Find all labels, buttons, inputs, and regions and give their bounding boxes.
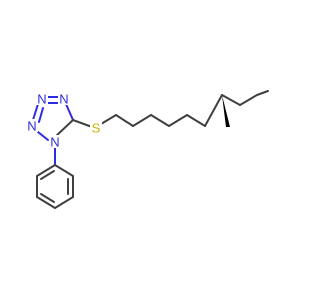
bond-c5-s [72, 119, 93, 128]
stereo-wedge-bond [222, 95, 230, 127]
molecule-canvas: N N N N S [26, 90, 269, 209]
chain-bond-s-c1 [100, 114, 117, 125]
bond-c5-n1 [54, 119, 74, 138]
chain-bond-c1-c2 [115, 114, 134, 127]
chain-bond-c8-c9 [239, 94, 258, 106]
bond-n1b-n2-double [38, 107, 44, 123]
atom-n1-label: N [50, 135, 59, 150]
chain-bond-c7-c8 [221, 94, 241, 106]
molecule-structure: N N N N S [26, 90, 269, 209]
phenyl-bond-6b [40, 170, 55, 180]
phenyl-bond-6 [36, 164, 56, 177]
chain-bond-c4-c5 [168, 114, 188, 127]
atom-n2-label: N [37, 92, 46, 107]
chain-bond-c9-c10 [256, 90, 269, 96]
chain-bond-c5-c6 [186, 114, 206, 127]
phenyl-bond-1 [54, 164, 74, 177]
chain-bond-c3-c4 [150, 114, 170, 127]
phenyl-bond-4b [40, 193, 55, 203]
bond-n3-c5 [65, 103, 74, 121]
bond-n1b-n2 [32, 103, 39, 121]
chain-bond-c2-c3 [132, 114, 152, 127]
alkyl-chain [100, 90, 269, 127]
phenyl-bond-4 [36, 196, 56, 209]
phenyl-bond-3 [54, 196, 74, 209]
phenyl-ring [36, 164, 74, 209]
atom-s-label: S [92, 121, 101, 136]
atom-n4-label: N [27, 119, 36, 134]
atom-labels: N N N N S [26, 92, 102, 150]
bond-n4-n1 [37, 131, 49, 141]
atom-n3-label: N [59, 92, 68, 107]
chain-bond-c6-c7 [204, 94, 223, 127]
